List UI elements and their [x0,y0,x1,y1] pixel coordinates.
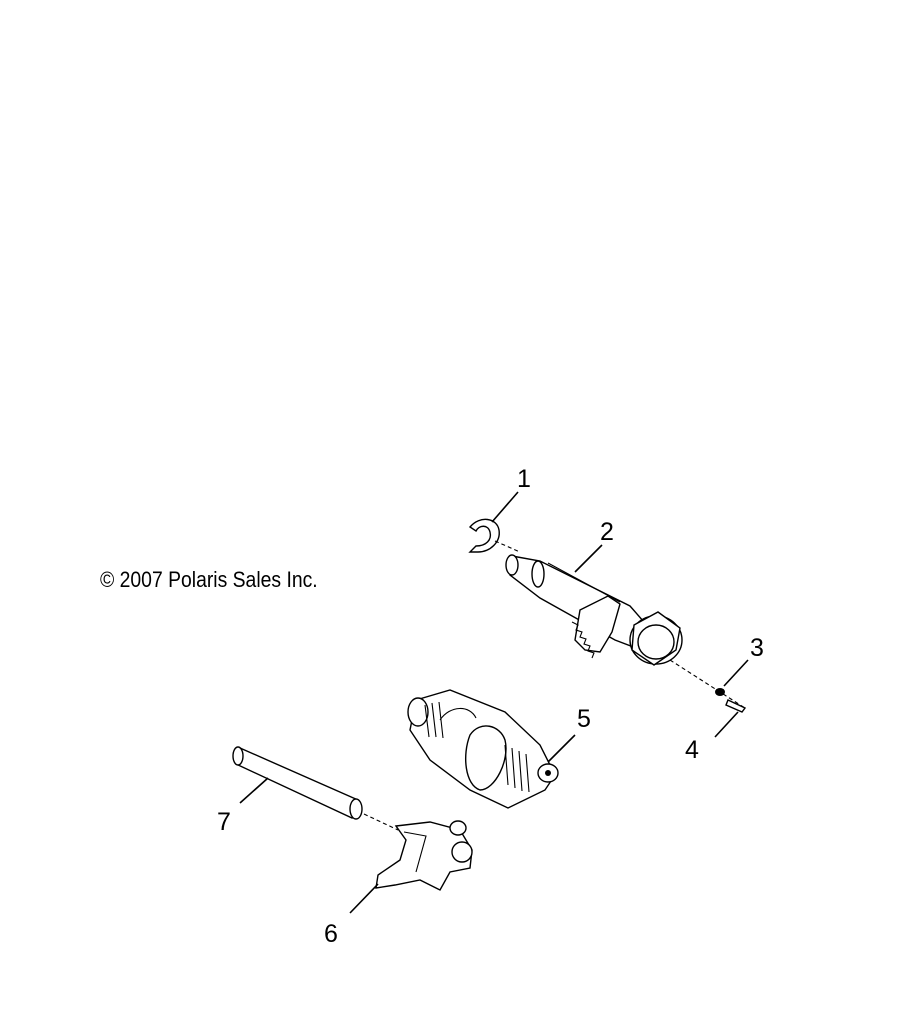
leader-line-6 [349,883,379,914]
leader-line-5 [547,734,576,763]
leader-line-3 [723,659,749,687]
part-5-shift-drum [407,689,559,809]
part-3-dowel [715,688,725,696]
callout-3: 3 [750,634,764,662]
part-6-shift-fork [375,820,473,891]
part-7-rod [232,746,363,820]
callout-1: 1 [517,465,531,493]
callout-6: 6 [324,920,338,948]
part-4-pin [725,699,747,713]
callout-5: 5 [577,705,591,733]
callout-4: 4 [685,736,699,764]
leader-line-2 [574,544,603,573]
leader-line-4 [714,711,739,738]
axis-line-pins [669,659,746,709]
leader-line-1 [491,491,519,523]
axis-line-rod [363,813,399,831]
copyright-notice: © 2007 Polaris Sales Inc. [100,567,318,592]
callout-7: 7 [217,808,231,836]
part-1-clip [468,518,500,553]
leader-line-7 [239,777,269,804]
part-2-shift-shaft [505,554,683,666]
callout-2: 2 [600,518,614,546]
axis-line-shaft [494,540,521,553]
